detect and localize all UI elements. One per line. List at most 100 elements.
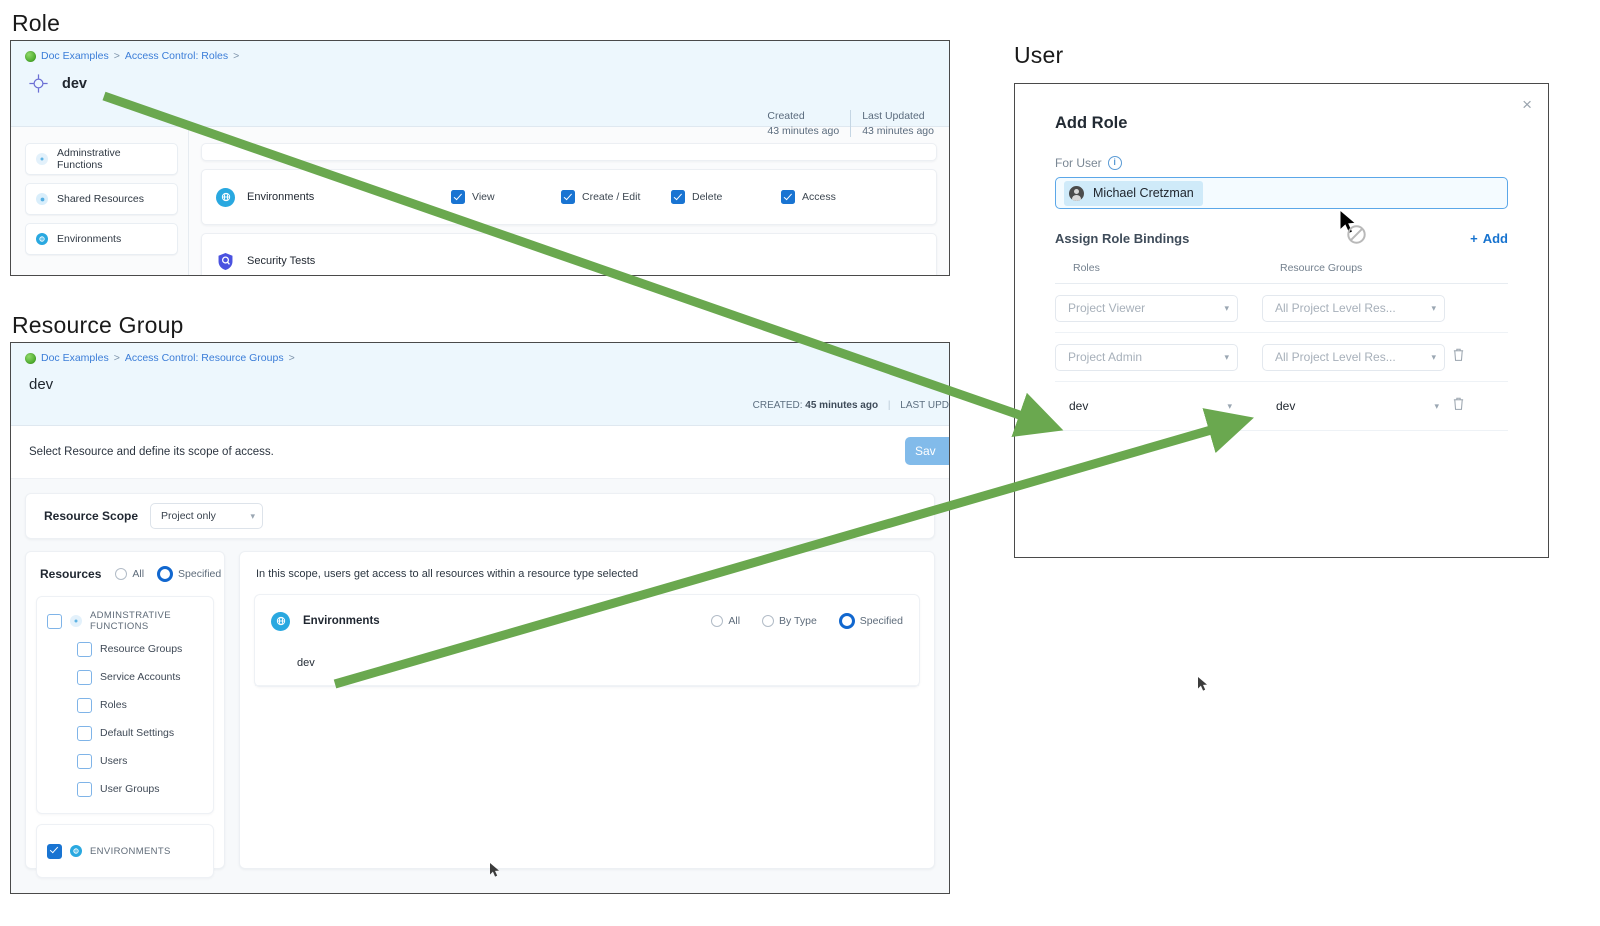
- sidebar-item-shared-resources[interactable]: Shared Resources: [25, 183, 178, 215]
- role-select[interactable]: Project Viewer ▾: [1055, 294, 1238, 322]
- permission-options: View Create / Edit Delete Access: [451, 190, 922, 204]
- column-header-roles: Roles: [1073, 262, 1100, 274]
- permission-card-partial: [201, 143, 937, 161]
- column-header-resource-groups: Resource Groups: [1280, 262, 1363, 274]
- breadcrumb: Doc Examples > Access Control: Resource …: [11, 343, 949, 364]
- table-row: Project Viewer ▾ All Project Level Res..…: [1055, 284, 1508, 333]
- add-button-label: Add: [1482, 231, 1508, 246]
- role-body: Adminstrative Functions Shared Resources…: [11, 127, 949, 275]
- user-chip[interactable]: Michael Cretzman: [1064, 180, 1203, 206]
- permission-option-label: Create / Edit: [582, 191, 641, 203]
- radio-scope-all[interactable]: All: [711, 615, 740, 627]
- permission-option-label: View: [472, 191, 495, 203]
- breadcrumb-item-project[interactable]: Doc Examples: [41, 50, 109, 62]
- checkbox-icon[interactable]: [77, 641, 92, 657]
- save-button[interactable]: Sav: [905, 437, 949, 465]
- radio-resources-all[interactable]: All: [115, 568, 144, 580]
- radio-resources-specified[interactable]: Specified: [157, 566, 221, 582]
- radio-scope-specified[interactable]: Specified: [838, 613, 903, 629]
- permission-option-delete[interactable]: Delete: [671, 190, 781, 204]
- created-value: 45 minutes ago: [805, 400, 879, 411]
- security-shield-icon: [216, 251, 235, 272]
- checkbox-icon[interactable]: [47, 613, 62, 629]
- checkbox-icon[interactable]: [77, 753, 92, 769]
- checkbox-icon-checked[interactable]: [47, 843, 62, 859]
- sidebar-item-administrative-functions[interactable]: Adminstrative Functions: [25, 143, 178, 175]
- permission-option-label: Delete: [692, 191, 723, 203]
- info-icon[interactable]: i: [1107, 156, 1122, 170]
- selected-user-name: Michael Cretzman: [1093, 186, 1194, 200]
- radio-icon-selected[interactable]: [838, 613, 855, 629]
- role-select[interactable]: Project Admin ▾: [1055, 343, 1238, 371]
- breadcrumb-item-resource-groups[interactable]: Access Control: Resource Groups: [124, 352, 284, 364]
- tree-row[interactable]: Roles: [37, 691, 213, 719]
- resource-group-cell: dev ▾: [1262, 393, 1452, 420]
- for-user-label: For User: [1055, 156, 1102, 170]
- resource-group-select[interactable]: All Project Level Res... ▾: [1262, 343, 1445, 371]
- breadcrumb-separator-trailing: >: [288, 352, 295, 364]
- resources-title: Resources: [40, 567, 102, 581]
- breadcrumb-item-project[interactable]: Doc Examples: [41, 352, 109, 364]
- sidebar-item-environments[interactable]: Environments: [25, 223, 178, 255]
- radio-scope-by-type[interactable]: By Type: [762, 615, 817, 627]
- tree-row-label: Service Accounts: [100, 671, 181, 683]
- chevron-down-icon: ▾: [1224, 302, 1229, 313]
- tree-row-label: ADMINSTRATIVE FUNCTIONS: [90, 610, 171, 632]
- resource-group-section-label: Resource Group: [12, 312, 184, 338]
- checkbox-icon[interactable]: [451, 190, 465, 204]
- permission-option-view[interactable]: View: [451, 190, 561, 204]
- tree-row[interactable]: Default Settings: [37, 719, 213, 747]
- delete-row-icon[interactable]: [1452, 397, 1465, 414]
- radio-label: All: [728, 615, 741, 627]
- tree-row[interactable]: Users: [37, 747, 213, 775]
- tree-row[interactable]: User Groups: [37, 775, 213, 803]
- role-value: Project Admin: [1068, 350, 1143, 364]
- checkbox-icon[interactable]: [77, 781, 92, 797]
- checkbox-icon[interactable]: [77, 697, 92, 713]
- permission-option-create-edit[interactable]: Create / Edit: [561, 190, 671, 204]
- role-select[interactable]: dev ▾: [1055, 393, 1240, 420]
- role-title-row: dev: [11, 62, 949, 95]
- checkbox-icon[interactable]: [671, 190, 685, 204]
- permission-option-access[interactable]: Access: [781, 190, 891, 204]
- breadcrumb-item-roles[interactable]: Access Control: Roles: [124, 50, 229, 62]
- permission-option-label: Access: [802, 191, 836, 203]
- permission-label: Environments: [247, 191, 315, 203]
- for-user-label-row: For User i: [1015, 133, 1548, 170]
- resource-group-select[interactable]: dev ▾: [1262, 393, 1447, 420]
- environments-scope-title: Environments: [303, 615, 380, 627]
- chevron-down-icon: ▾: [1434, 400, 1439, 411]
- environments-scope-radios: All By Type Specified: [711, 613, 903, 629]
- chevron-down-icon: ▾: [1431, 302, 1436, 313]
- role-value: Project Viewer: [1068, 301, 1146, 315]
- avatar: [1069, 185, 1084, 201]
- checkbox-icon[interactable]: [77, 669, 92, 685]
- resource-circle-icon: [36, 153, 48, 165]
- checkbox-icon[interactable]: [77, 725, 92, 741]
- checkbox-icon[interactable]: [561, 190, 575, 204]
- tree-row[interactable]: ADMINSTRATIVE FUNCTIONS: [37, 607, 213, 635]
- role-bindings-table: Roles Resource Groups Project Viewer ▾ A…: [1055, 262, 1508, 431]
- radio-icon-selected[interactable]: [157, 566, 174, 582]
- radio-icon[interactable]: [711, 615, 724, 627]
- subbar-text: Select Resource and define its scope of …: [29, 446, 274, 458]
- user-select-input[interactable]: Michael Cretzman: [1055, 177, 1508, 209]
- chevron-down-icon: ▾: [1431, 351, 1436, 362]
- table-header: Roles Resource Groups: [1055, 262, 1508, 284]
- checkbox-icon[interactable]: [781, 190, 795, 204]
- resource-group-select[interactable]: All Project Level Res... ▾: [1262, 294, 1445, 322]
- close-icon[interactable]: ×: [1522, 95, 1532, 114]
- resource-scope-select[interactable]: Project only ▾: [150, 503, 264, 529]
- tree-row[interactable]: Service Accounts: [37, 663, 213, 691]
- scope-item-dev[interactable]: dev: [255, 647, 919, 686]
- row-actions: [1452, 396, 1492, 416]
- delete-row-icon[interactable]: [1452, 348, 1465, 365]
- radio-label: Specified: [178, 568, 222, 580]
- radio-icon[interactable]: [762, 615, 775, 627]
- tree-row[interactable]: Resource Groups: [37, 635, 213, 663]
- radio-icon[interactable]: [115, 568, 128, 580]
- add-binding-button[interactable]: + Add: [1470, 231, 1508, 246]
- permission-card-environments: Environments View Create / Edit: [201, 169, 937, 225]
- tree-row[interactable]: ENVIRONMENTS: [37, 837, 213, 865]
- resource-group-cell: All Project Level Res... ▾: [1262, 294, 1452, 322]
